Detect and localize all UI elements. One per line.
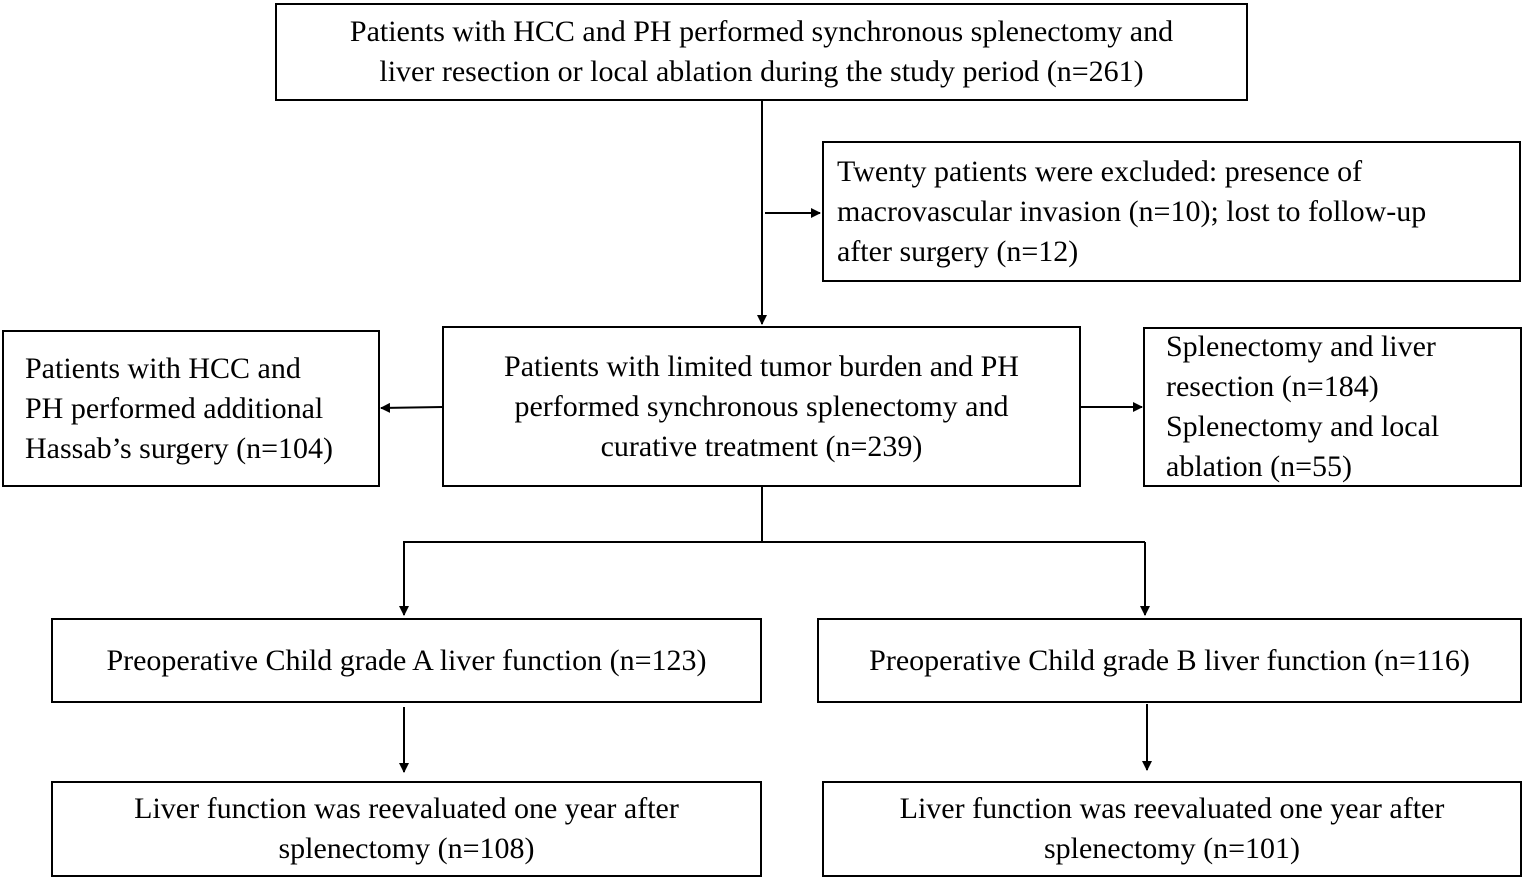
top-box-line-2: liver resection or local ablation during… xyxy=(379,55,1144,88)
followup-b-box: Liver function was reevaluated one year … xyxy=(822,781,1522,877)
followup-b-box-line-2: splenectomy (n=101) xyxy=(1043,832,1301,865)
hassab-box-line-1: Patients with HCC and xyxy=(25,351,301,385)
grade-b-box-line-1: Preoperative Child grade B liver functio… xyxy=(869,643,1470,677)
followup-a-box-line-1: Liver function was reevaluated one year … xyxy=(134,792,679,825)
excluded-box-line-1: Twenty patients were excluded: presence … xyxy=(837,154,1363,188)
treatment-box-line-3: Splenectomy and local xyxy=(1166,410,1440,443)
grade-b-box: Preoperative Child grade B liver functio… xyxy=(817,618,1522,703)
followup-a-box-line-2: splenectomy (n=108) xyxy=(278,832,535,865)
middle-box-line-3: curative treatment (n=239) xyxy=(600,429,923,463)
treatment-box-line-2: resection (n=184) xyxy=(1166,370,1379,403)
middle-box: Patients with limited tumor burden and P… xyxy=(442,326,1081,487)
top-box-line-1: Patients with HCC and PH performed synch… xyxy=(349,15,1174,48)
followup-b-box-line-1: Liver function was reevaluated one year … xyxy=(899,792,1445,825)
treatment-box: Splenectomy and liver resection (n=184) … xyxy=(1143,327,1522,487)
grade-a-box: Preoperative Child grade A liver functio… xyxy=(51,618,762,703)
hassab-box: Patients with HCC and PH performed addit… xyxy=(2,330,380,487)
grade-a-box-line-1: Preoperative Child grade A liver functio… xyxy=(106,643,707,677)
middle-box-line-1: Patients with limited tumor burden and P… xyxy=(504,349,1019,383)
hassab-box-line-3: Hassab’s surgery (n=104) xyxy=(25,431,333,465)
hassab-box-line-2: PH performed additional xyxy=(25,391,324,425)
middle-box-line-2: performed synchronous splenectomy and xyxy=(514,389,1009,423)
arrow-to-hassab xyxy=(380,402,444,413)
treatment-box-line-4: ablation (n=55) xyxy=(1166,450,1353,483)
treatment-box-line-1: Splenectomy and liver xyxy=(1166,330,1436,363)
excluded-box-line-3: after surgery (n=12) xyxy=(837,234,1079,268)
top-box: Patients with HCC and PH performed synch… xyxy=(275,3,1248,101)
excluded-box: Twenty patients were excluded: presence … xyxy=(822,141,1521,282)
excluded-box-line-2: macrovascular invasion (n=10); lost to f… xyxy=(837,194,1427,228)
followup-a-box: Liver function was reevaluated one year … xyxy=(51,781,762,877)
